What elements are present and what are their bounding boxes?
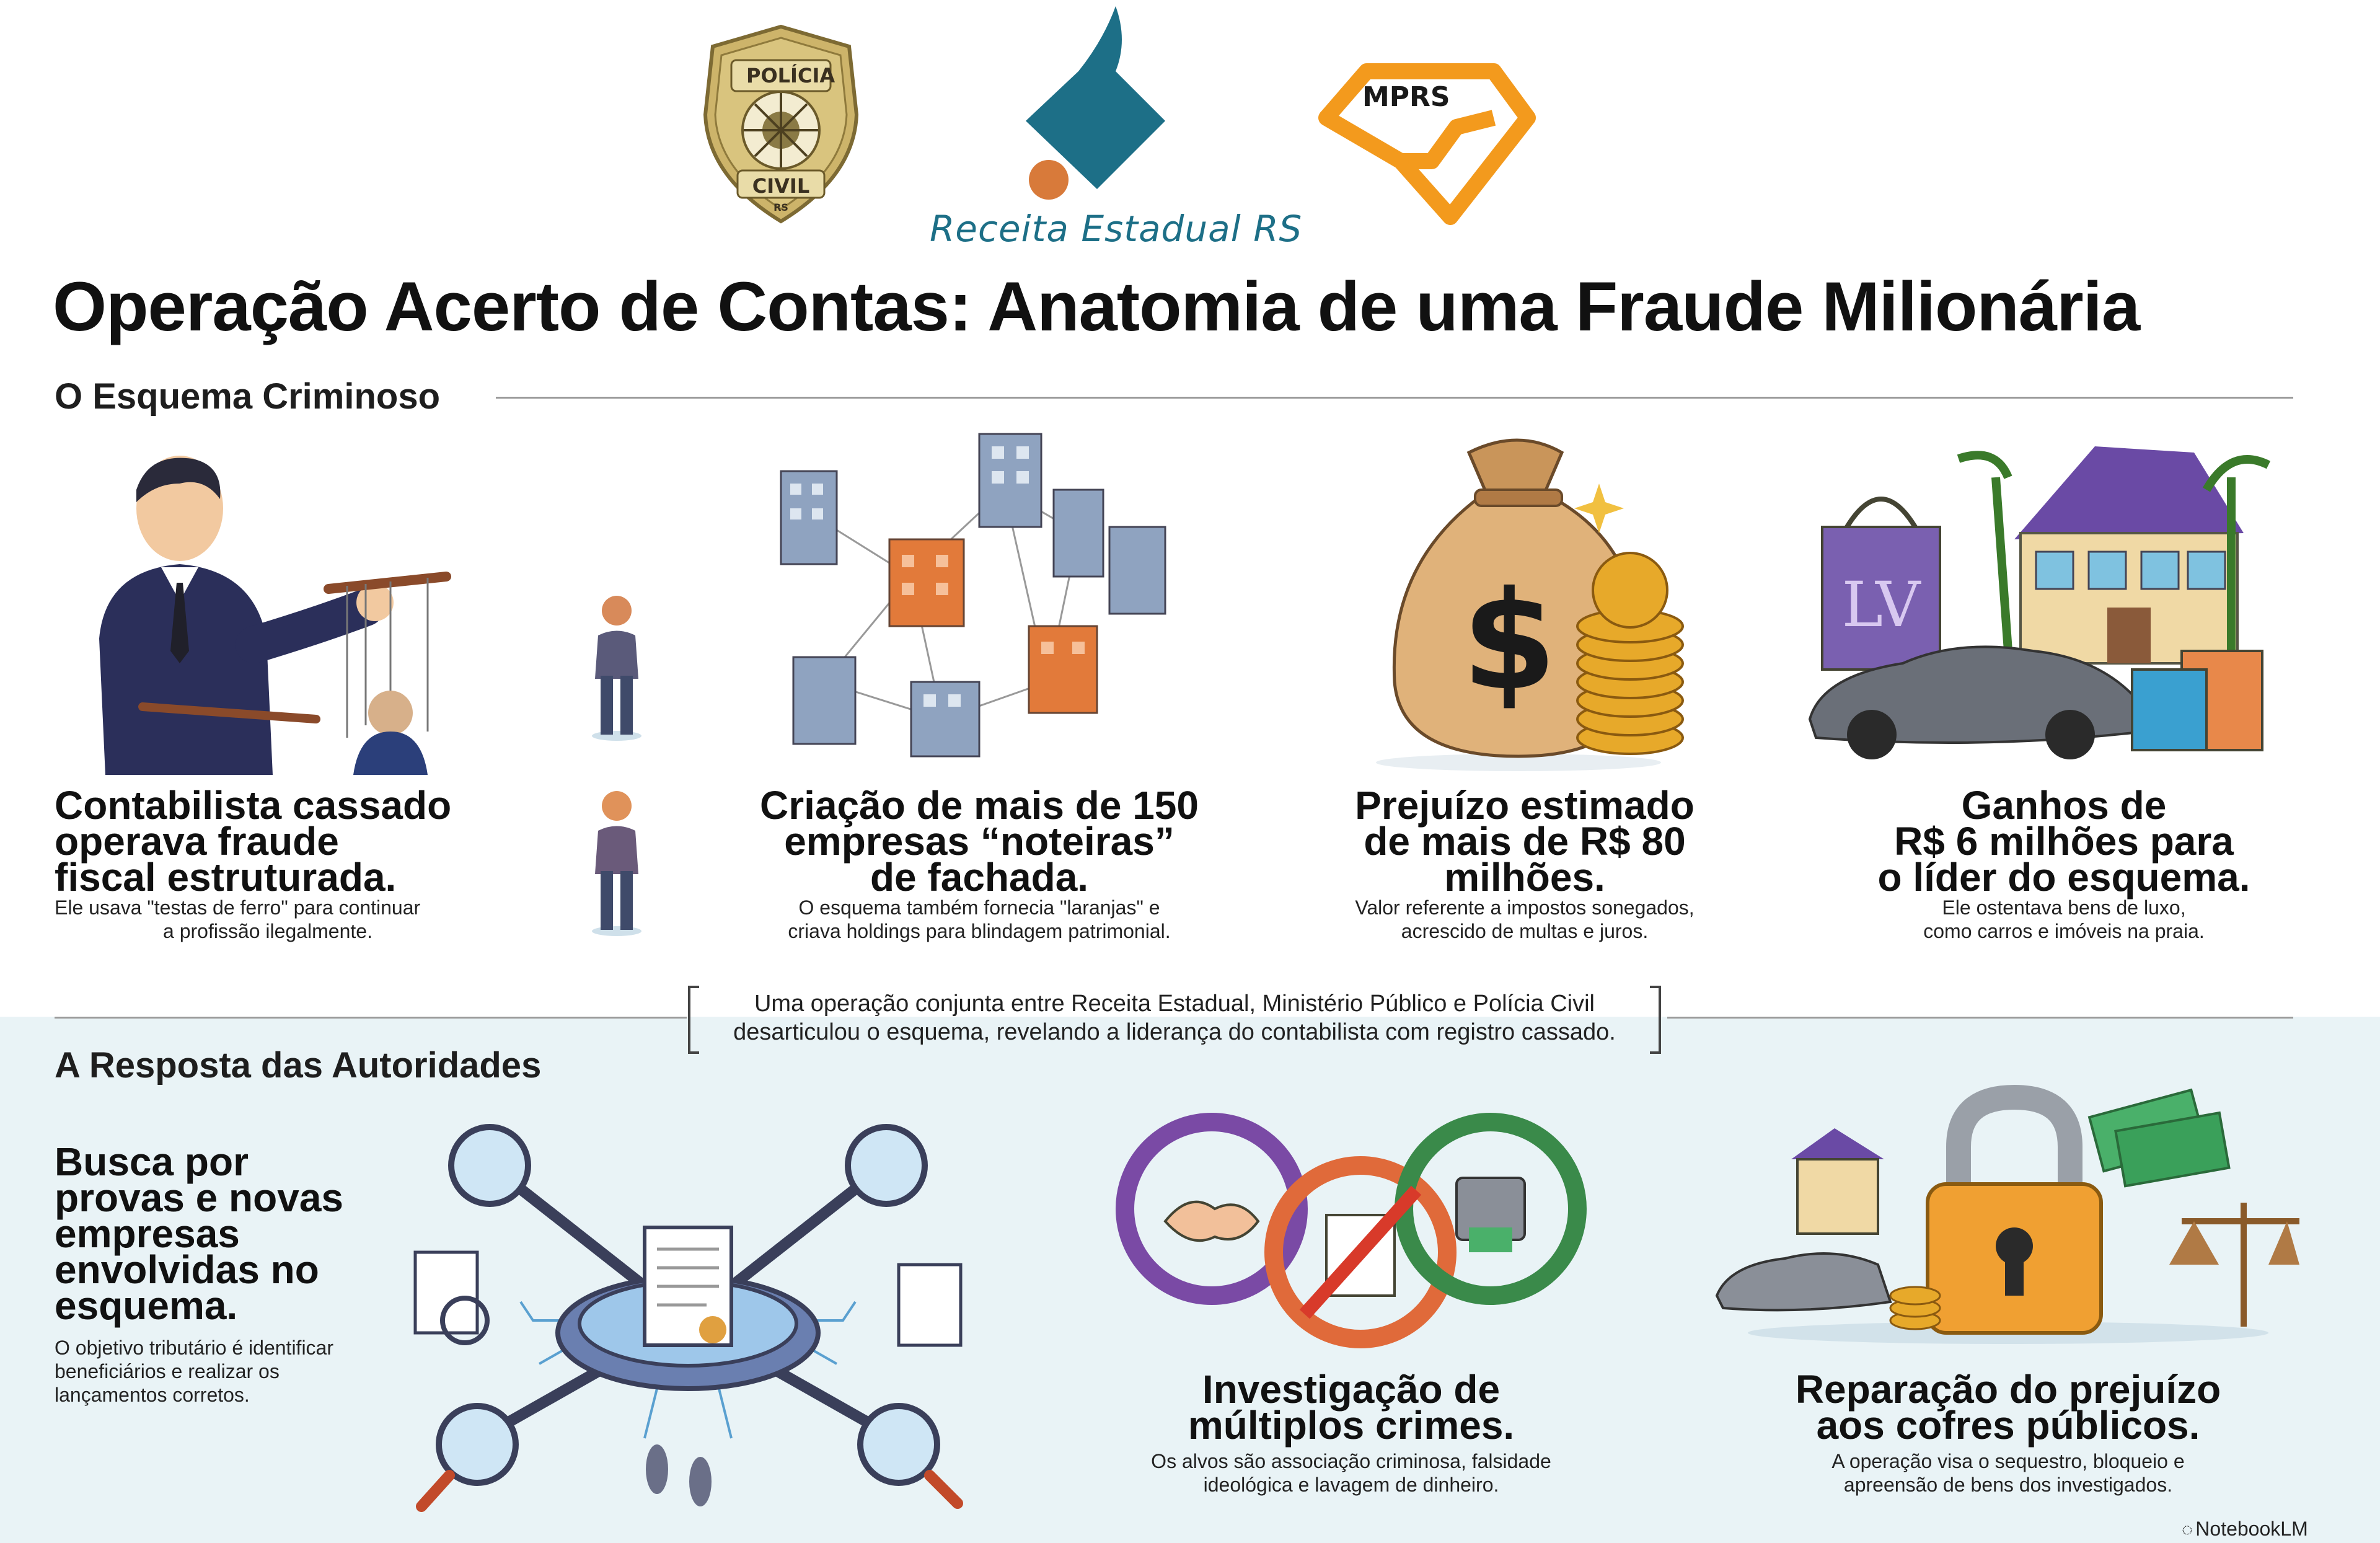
scheme-card-2-desc: O esquema também fornecia "laranjas" e c… bbox=[788, 896, 1171, 942]
svg-text:$: $ bbox=[1461, 562, 1556, 720]
section-divider bbox=[55, 1017, 687, 1019]
section-heading-scheme: O Esquema Criminoso bbox=[55, 376, 441, 417]
response-card-2-title: Investigação de múltiplos crimes. bbox=[1188, 1367, 1515, 1448]
receita-logo-text: Receita Estadual RS bbox=[930, 208, 1303, 250]
scheme-card-2-title: Criação de mais de 150 empresas “noteira… bbox=[760, 783, 1199, 900]
response-card-1-desc: O objetivo tributário é identificar bene… bbox=[55, 1337, 333, 1406]
front-person-icon bbox=[586, 787, 648, 936]
response-card-2-desc: Os alvos são associação criminosa, falsi… bbox=[1151, 1450, 1551, 1496]
police-badge-icon bbox=[703, 24, 859, 224]
shell-companies-network-illustration bbox=[756, 422, 1190, 775]
badge-text-top: POLÍCIA bbox=[746, 64, 835, 87]
scheme-card-3-title: Prejuízo estimado de mais de R$ 80 milhõ… bbox=[1355, 783, 1695, 900]
receita-diamond-icon bbox=[1026, 6, 1165, 200]
evidence-search-network-illustration bbox=[397, 1116, 979, 1513]
section-divider bbox=[1667, 1017, 2293, 1019]
notebooklm-credit: ◌ NotebookLM bbox=[2182, 1518, 2308, 1541]
section-heading-response: A Resposta das Autoridades bbox=[55, 1045, 542, 1085]
mprs-shape-icon bbox=[1318, 63, 1536, 225]
receita-estadual-logo: Receita Estadual RS bbox=[917, 3, 1302, 251]
mprs-logo-text: MPRS bbox=[1362, 81, 1450, 113]
notebooklm-credit-text: NotebookLM bbox=[2195, 1518, 2308, 1540]
badge-text-state: RS bbox=[774, 201, 788, 213]
response-card-3-title: Reparação do prejuízo aos cofres público… bbox=[1795, 1367, 2221, 1448]
summary-text: Uma operação conjunta entre Receita Esta… bbox=[733, 991, 1616, 1045]
scheme-card-3-desc: Valor referente a impostos sonegados, ac… bbox=[1355, 896, 1695, 942]
luxury-goods-illustration: LV bbox=[1797, 428, 2293, 775]
scheme-card-1-desc: Ele usava "testas de ferro" para continu… bbox=[55, 896, 421, 942]
linked-crimes-rings-illustration bbox=[1103, 1103, 1599, 1364]
notebooklm-logo-icon: ◌ bbox=[2182, 1519, 2193, 1540]
section-divider bbox=[496, 397, 2293, 399]
scheme-card-4-title: Ganhos de R$ 6 milhões para o líder do e… bbox=[1877, 783, 2250, 900]
response-card-1-title: Busca por provas e novas empresas envolv… bbox=[55, 1139, 343, 1328]
front-person-icon bbox=[586, 592, 648, 741]
scheme-card-1-title: Contabilista cassado operava fraude fisc… bbox=[55, 783, 452, 900]
money-bag-icon: $ bbox=[1345, 428, 1692, 775]
response-card-3-desc: A operação visa o sequestro, bloqueio e … bbox=[1831, 1450, 2185, 1496]
policia-civil-logo: POLÍCIA CIVIL RS bbox=[694, 22, 868, 226]
scheme-card-4-desc: Ele ostentava bens de luxo, como carros … bbox=[1923, 896, 2205, 942]
summary-box: Uma operação conjunta entre Receita Esta… bbox=[688, 986, 1661, 1054]
bracket-right bbox=[1650, 986, 1661, 1054]
asset-seizure-lock-illustration bbox=[1711, 1079, 2306, 1345]
page-title: Operação Acerto de Contas: Anatomia de u… bbox=[53, 268, 2140, 345]
puppeteer-accountant-illustration bbox=[56, 440, 452, 775]
svg-text:LV: LV bbox=[1842, 568, 1922, 641]
mprs-logo: MPRS bbox=[1308, 59, 1543, 226]
badge-text-bottom: CIVIL bbox=[752, 174, 810, 198]
bracket-left bbox=[688, 986, 699, 1054]
